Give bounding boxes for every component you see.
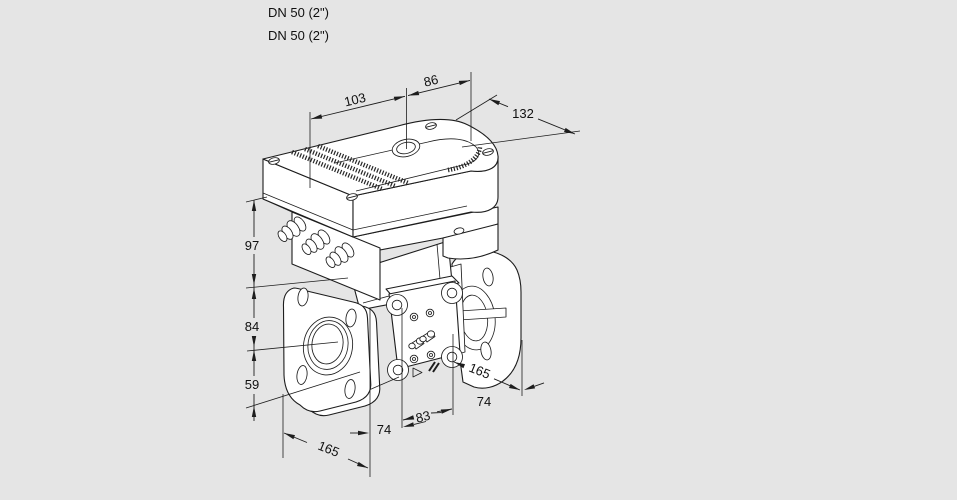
- cable-gland: [301, 229, 331, 255]
- left-flange: [282, 287, 400, 417]
- dimension-86: 86: [407, 72, 471, 97]
- extension-lines: [245, 72, 581, 477]
- bolt-hole: [482, 267, 494, 287]
- actuator-drawing: [262, 118, 499, 301]
- dim-label-83: 83: [414, 408, 432, 426]
- dim-label-97: 97: [245, 238, 259, 253]
- cable-gland: [325, 242, 355, 268]
- cable-gland: [277, 216, 307, 242]
- dim-label-74-left: 74: [377, 422, 391, 437]
- test-nipple: [419, 330, 436, 343]
- dn-label-1: DN 50 (2"): [268, 5, 329, 20]
- dim-label-132: 132: [512, 106, 534, 121]
- dimension-103: 103: [310, 90, 406, 120]
- bolt-hole: [345, 308, 357, 328]
- screw: [453, 227, 465, 235]
- dimension-annotations: 103 86 132 97 84: [245, 72, 581, 477]
- product-labels: DN 50 (2") DN 50 (2"): [268, 5, 329, 43]
- bolt-hole: [297, 287, 309, 307]
- dim-label-74-right: 74: [477, 394, 491, 409]
- dim-label-165-left: 165: [316, 438, 342, 460]
- dimension-83: 83: [402, 408, 453, 426]
- dn-label-2: DN 50 (2"): [268, 28, 329, 43]
- dim-label-59: 59: [245, 377, 259, 392]
- dim-label-86: 86: [422, 72, 440, 90]
- bolt-hole: [296, 365, 308, 385]
- dim-label-103: 103: [343, 90, 368, 110]
- dimension-97-84-59: 97 84 59: [245, 200, 259, 421]
- dimension-165-left: 165: [283, 432, 369, 469]
- bolt-hole: [344, 379, 356, 399]
- actuator-lower-right-panel: [442, 223, 499, 260]
- cover-top-face: [262, 118, 499, 197]
- valve-centre-block: [385, 275, 463, 381]
- dimension-74-left: 74: [350, 421, 427, 437]
- dimension-132: 132: [488, 98, 576, 135]
- dimension-74-right: 74: [430, 382, 545, 414]
- bolt-hole: [480, 341, 492, 361]
- flow-direction-arrow-icon: [412, 367, 423, 378]
- sight-glass: [391, 138, 421, 158]
- marking-slashes: [428, 361, 440, 373]
- cover-screws: [268, 122, 494, 201]
- dim-label-84: 84: [245, 319, 259, 334]
